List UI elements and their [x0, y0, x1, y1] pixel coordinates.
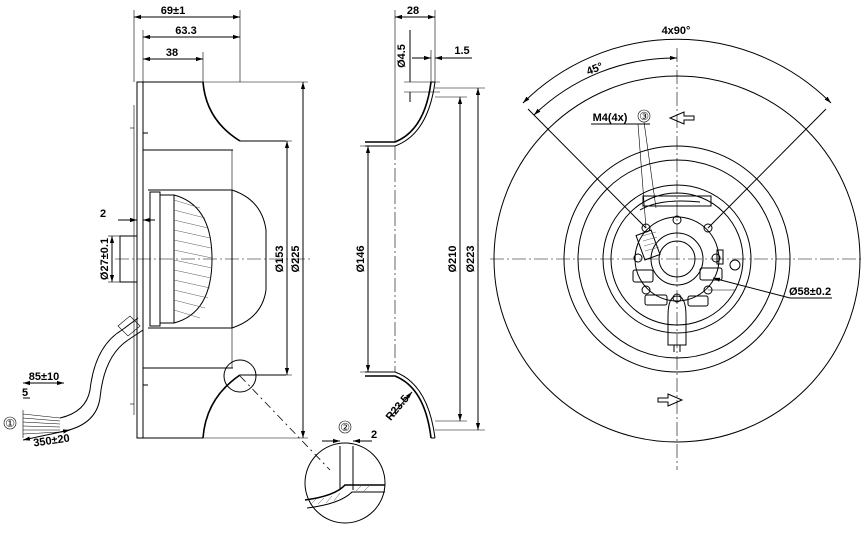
dim-69: 69±1	[161, 5, 185, 17]
rotor-stack	[173, 199, 213, 319]
dim-r23-5: R23.5	[384, 393, 412, 423]
angle-45: 45°	[585, 61, 605, 78]
m4-hole-1	[641, 223, 651, 233]
motor-details	[632, 195, 741, 352]
dim-2-left: 2	[100, 208, 106, 220]
dim-d225: Ø225	[290, 246, 302, 273]
airflow-arrow-bottom	[657, 393, 684, 407]
cable-upper	[59, 317, 139, 419]
detail-circle	[304, 442, 386, 524]
dim-63-3: 63.3	[175, 25, 196, 37]
shaft-stub	[119, 235, 138, 283]
dim-d223: Ø223	[465, 246, 477, 273]
inner-ring-circle	[577, 159, 777, 359]
blade-top	[202, 81, 241, 142]
dim-85: 85±10	[29, 371, 60, 383]
front-view: 4x90° 45° M4(4x) ③ Ø58±0.2	[490, 25, 862, 470]
inlet-circle	[563, 145, 791, 373]
dim-d58: Ø58±0.2	[789, 286, 831, 298]
hub-circle	[650, 232, 704, 286]
dim-1-5: 1.5	[454, 45, 469, 57]
blade-bottom	[202, 374, 241, 439]
dim-5: 5	[22, 387, 28, 399]
inlet-profile-top	[365, 81, 432, 143]
airflow-arrow-top	[668, 111, 695, 125]
dim-2-detail: 2	[371, 429, 377, 441]
angle-4x90: 4x90°	[662, 25, 691, 37]
inlet-profile-bottom	[365, 375, 432, 439]
dim-350: 350±20	[33, 433, 71, 450]
m4-hole-2	[703, 223, 713, 233]
m4-hole-4	[641, 285, 651, 295]
dim-d4-5: Ø4.5	[396, 44, 408, 68]
callout-3: ③	[639, 110, 649, 123]
detail-view: 2 ②	[304, 420, 386, 524]
impeller-outer-circle	[493, 75, 861, 443]
motor-hub	[148, 189, 267, 329]
dim-d27: Ø27±0.1	[99, 238, 111, 280]
angle-45-arc	[533, 55, 678, 116]
label-m4: M4(4x)	[593, 112, 628, 124]
side-view: 69±1 63.3 38 2 Ø27±0.1 Ø153 Ø225 85±10 5…	[3, 5, 331, 471]
dim-d210: Ø210	[447, 246, 459, 273]
cable-lower	[59, 329, 144, 433]
dim-d153: Ø153	[274, 246, 286, 273]
back-plate	[136, 81, 144, 439]
dim-d146: Ø146	[355, 246, 367, 273]
callout-1: ①	[5, 417, 15, 430]
callout-2: ②	[340, 421, 350, 434]
dim-38: 38	[166, 47, 178, 59]
motor-flange-circle	[602, 184, 752, 334]
cable-exit	[667, 295, 687, 346]
inlet-ring-section: 28 1.5 Ø4.5 Ø146 Ø210 Ø223 R23.5	[355, 5, 485, 439]
dim-28: 28	[407, 5, 419, 17]
